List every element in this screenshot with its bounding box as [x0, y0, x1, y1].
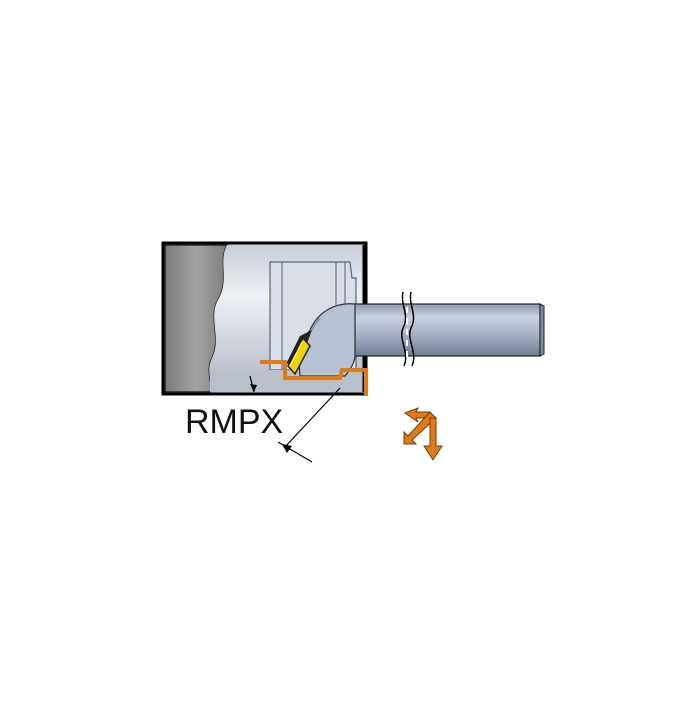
- machined-profile: [260, 360, 368, 396]
- boring-bar: [297, 291, 545, 377]
- break-line-right: [409, 291, 415, 367]
- dimension-arrow: [249, 375, 341, 463]
- rhombic-insert-icon: [286, 330, 312, 376]
- break-line-left: [401, 291, 407, 367]
- feed-direction-arrows-icon: [403, 407, 443, 461]
- tool-label: RMPX: [185, 403, 283, 441]
